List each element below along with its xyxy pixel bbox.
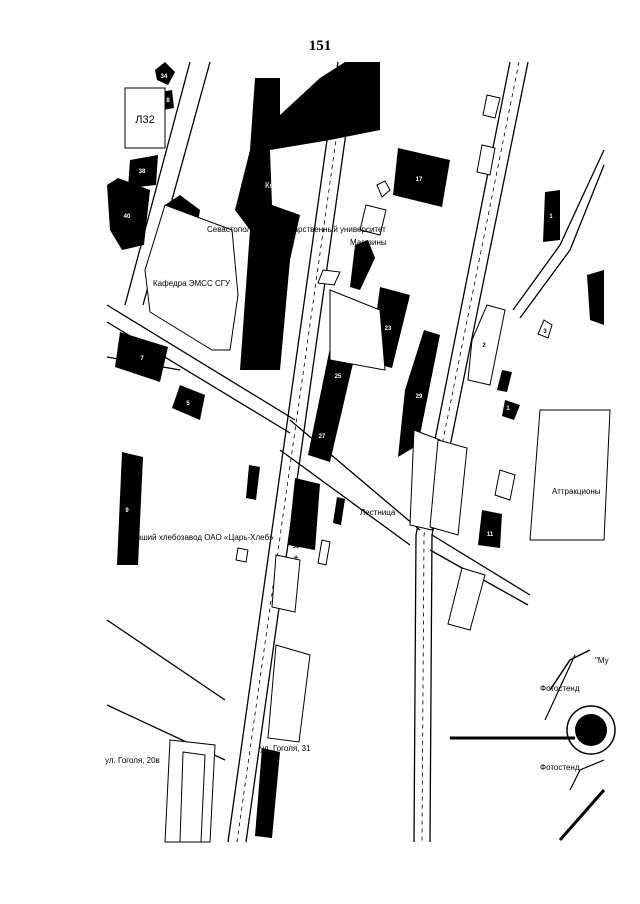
- bldg-9: 9: [125, 508, 129, 514]
- building-numbers: 34 8 38 40 17 1 23 25 27 29 7 5 9 11 1 2…: [124, 74, 554, 550]
- svg-text:+: +: [293, 553, 299, 564]
- label-fotostand-2: Фотостенд: [540, 763, 580, 772]
- label-gogolya-31: ул. Гоголя, 31: [260, 744, 311, 753]
- label-gogolya-20v: ул. Гоголя, 20в: [105, 756, 160, 765]
- bldg-8: 8: [166, 98, 170, 104]
- bldg-1-lower: 1: [506, 406, 510, 412]
- label-attraktsiony: Аттракционы: [552, 487, 601, 496]
- label-khlebozavod: Бывший хлебозавод ОАО «Царь-Хлеб»: [126, 533, 274, 542]
- label-korpus: Корпус СГУ: [265, 181, 309, 190]
- bldg-27: 27: [319, 434, 326, 440]
- bldg-40: 40: [124, 214, 131, 220]
- bldg-34: 34: [161, 74, 168, 80]
- label-fotostand-1: Фотостенд: [540, 684, 580, 693]
- label-university: Севастопольский государственный универси…: [207, 225, 386, 234]
- bldg-30: 30: [293, 544, 300, 550]
- map-labels: Л32 Корпус СГУ Севастопольский государст…: [105, 114, 609, 772]
- bldg-29: 29: [416, 394, 423, 400]
- bldg-5: 5: [186, 401, 190, 407]
- bldg-25: 25: [335, 374, 342, 380]
- bldg-3: 3: [543, 329, 547, 335]
- bldg-23: 23: [385, 326, 392, 332]
- label-kafedra: Кафедра ЭМСС СГУ: [153, 279, 231, 288]
- bldg-1-right: 1: [549, 214, 553, 220]
- bldg-38: 38: [139, 169, 146, 175]
- bldg-2: 2: [482, 343, 486, 349]
- bldg-11: 11: [487, 532, 494, 538]
- label-l32: Л32: [135, 114, 154, 126]
- page-number: 151: [308, 38, 332, 54]
- park-paths: [450, 649, 616, 841]
- bldg-17: 17: [416, 177, 423, 183]
- label-mu: "Му: [595, 656, 609, 665]
- label-lestnitsa: Лестница: [360, 508, 396, 517]
- outline-buildings: [124, 87, 611, 843]
- bldg-7: 7: [140, 356, 144, 362]
- label-magaziny: Магазины: [350, 238, 387, 247]
